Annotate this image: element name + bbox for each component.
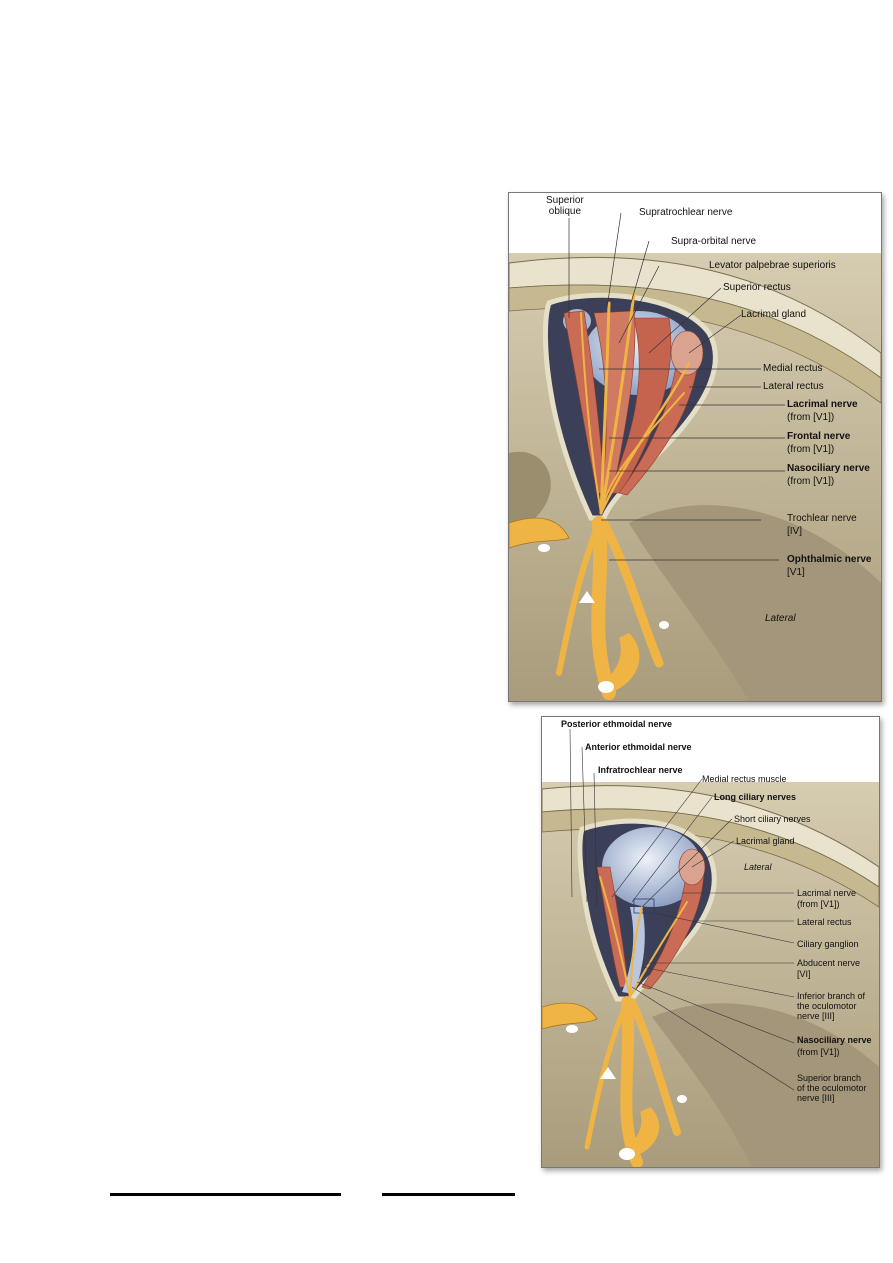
label-nasociliary-nerve: Nasociliary nerve — [787, 463, 870, 474]
label-inferior-branch-oculomotor: Inferior branch of the oculomotor nerve … — [797, 991, 866, 1021]
label-lacrimal-nerve-origin: (from [V1]) — [797, 899, 840, 909]
figure-orbit-superior-view: Superior oblique Supratrochlear nerve Su… — [508, 192, 882, 702]
foramen — [677, 1095, 687, 1103]
middle-cranial-fossa — [629, 505, 881, 701]
left-structure — [509, 517, 570, 549]
lacrimal-gland — [670, 330, 704, 376]
label-trochlear-nerve: Trochlear nerve — [787, 513, 857, 524]
label-ophthalmic-nerve-number: [V1] — [787, 567, 805, 578]
label-short-ciliary-nerves: Short ciliary nerves — [734, 814, 811, 824]
orbit-illustration-2 — [542, 728, 879, 1167]
label-anterior-ethmoidal-nerve: Anterior ethmoidal nerve — [585, 742, 692, 752]
foramen — [579, 591, 595, 603]
foramen — [600, 1067, 616, 1079]
label-nasociliary-nerve-origin: (from [V1]) — [797, 1047, 840, 1057]
ciliary-ganglion-box — [633, 898, 655, 914]
label-levator-palpebrae: Levator palpebrae superioris — [709, 260, 836, 271]
nerve-cut-end — [598, 681, 614, 693]
middle-cranial-fossa — [652, 1003, 879, 1167]
label-nasociliary-nerve: Nasociliary nerve — [797, 1035, 872, 1045]
label-posterior-ethmoidal-nerve: Posterior ethmoidal nerve — [561, 719, 673, 729]
leader-lines — [569, 728, 795, 1091]
label-long-ciliary-nerves: Long ciliary nerves — [714, 792, 797, 802]
foramen — [538, 544, 550, 552]
left-structure — [542, 1002, 598, 1030]
nerve-cut-end — [619, 1148, 635, 1160]
label-ophthalmic-nerve: Ophthalmic nerve — [787, 554, 872, 565]
label-lateral: Lateral — [765, 613, 796, 624]
label-frontal-nerve: Frontal nerve — [787, 431, 851, 442]
foramen — [566, 1025, 578, 1033]
label-lateral-rectus: Lateral rectus — [797, 917, 852, 927]
orbit-illustration-1 — [509, 212, 881, 701]
label-ciliary-ganglion: Ciliary ganglion — [797, 939, 859, 949]
label-frontal-nerve-origin: (from [V1]) — [787, 444, 835, 455]
label-nasociliary-nerve-origin: (from [V1]) — [787, 476, 835, 487]
label-superior-oblique: Superior oblique — [546, 195, 584, 217]
label-infratrochlear-nerve: Infratrochlear nerve — [598, 765, 683, 775]
label-trochlear-nerve-number: [IV] — [787, 526, 803, 537]
label-medial-rectus-muscle: Medial rectus muscle — [702, 774, 787, 784]
bone-ridge — [509, 451, 551, 533]
label-superior-rectus: Superior rectus — [723, 282, 791, 293]
label-lateral-rectus: Lateral rectus — [763, 381, 824, 392]
label-lacrimal-gland: Lacrimal gland — [741, 309, 807, 320]
label-supratrochlear-nerve: Supratrochlear nerve — [639, 207, 733, 218]
label-abducent-nerve-number: [VI] — [797, 969, 811, 979]
label-supraorbital-nerve: Supra-orbital nerve — [671, 236, 757, 247]
label-lacrimal-nerve: Lacrimal nerve — [797, 888, 857, 898]
trigeminal-ganglion — [599, 633, 640, 693]
label-superior-branch-oculomotor: Superior branch of the oculomotor nerve … — [797, 1073, 867, 1103]
eyeball — [602, 827, 702, 907]
label-medial-rectus: Medial rectus — [763, 363, 823, 374]
figure-orbit-deep-view: Posterior ethmoidal nerve Anterior ethmo… — [541, 716, 880, 1168]
leader-lines — [568, 212, 785, 561]
label-lateral: Lateral — [744, 862, 772, 872]
label-abducent-nerve: Abducent nerve — [797, 958, 861, 968]
nerve-bundle — [556, 291, 691, 700]
footer-rule-left — [110, 1193, 341, 1196]
foramen — [659, 621, 669, 629]
trigeminal-ganglion — [622, 1107, 660, 1157]
lateral-rectus-muscle — [641, 866, 705, 990]
footer-rule-right — [382, 1193, 515, 1196]
label-lacrimal-nerve-origin: (from [V1]) — [787, 412, 835, 423]
label-lacrimal-nerve: Lacrimal nerve — [787, 399, 858, 410]
label-lacrimal-gland: Lacrimal gland — [736, 836, 795, 846]
